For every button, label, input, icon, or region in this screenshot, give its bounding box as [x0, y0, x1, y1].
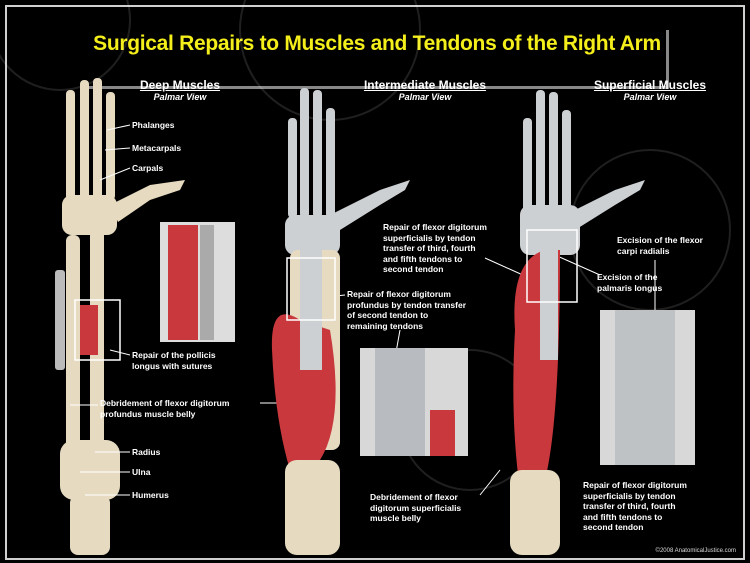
label-radius: Radius: [132, 447, 161, 457]
copyright: ©2008 AnatomicalJustice.com: [655, 548, 736, 554]
panel-title: Intermediate Muscles: [363, 78, 487, 92]
label-fcr-excision: Excision of the flexor carpi radialis: [617, 235, 703, 256]
label-humerus: Humerus: [132, 490, 169, 500]
border-frame: [5, 5, 745, 560]
panel-heading-deep: Deep Muscles Palmar View: [110, 78, 250, 102]
panel-title: Deep Muscles: [139, 78, 221, 92]
panel-title: Superficial Muscles: [593, 78, 707, 92]
label-fds-repair-top: Repair of flexor digitorum superficialis…: [383, 222, 487, 274]
page-title: Surgical Repairs to Muscles and Tendons …: [93, 32, 661, 55]
label-fdp-debridement: Debridement of flexor digitorum profundu…: [100, 398, 230, 419]
label-fds-debridement: Debridement of flexor digitorum superfic…: [370, 492, 462, 523]
label-fdp-repair: Repair of flexor digitorum profundus by …: [347, 289, 466, 331]
panel-heading-superficial: Superficial Muscles Palmar View: [580, 78, 720, 102]
label-fds-repair-bottom: Repair of flexor digitorum superficialis…: [583, 480, 687, 532]
superficial-arm: [510, 90, 695, 555]
panel-subtitle: Palmar View: [153, 92, 207, 102]
label-metacarpals: Metacarpals: [132, 143, 182, 153]
label-carpals: Carpals: [132, 163, 164, 173]
deep-arm: [55, 78, 235, 555]
title-box: [88, 30, 669, 89]
label-ulna: Ulna: [132, 467, 151, 477]
intermediate-arm: [271, 88, 468, 555]
label-pl-excision: Excision of the palmaris longus: [597, 272, 663, 293]
label-phalanges: Phalanges: [132, 120, 175, 130]
panel-heading-intermediate: Intermediate Muscles Palmar View: [355, 78, 495, 102]
label-pollicis-repair: Repair of the pollicis longus with sutur…: [132, 350, 216, 371]
panel-subtitle: Palmar View: [623, 92, 677, 102]
panel-subtitle: Palmar View: [398, 92, 452, 102]
